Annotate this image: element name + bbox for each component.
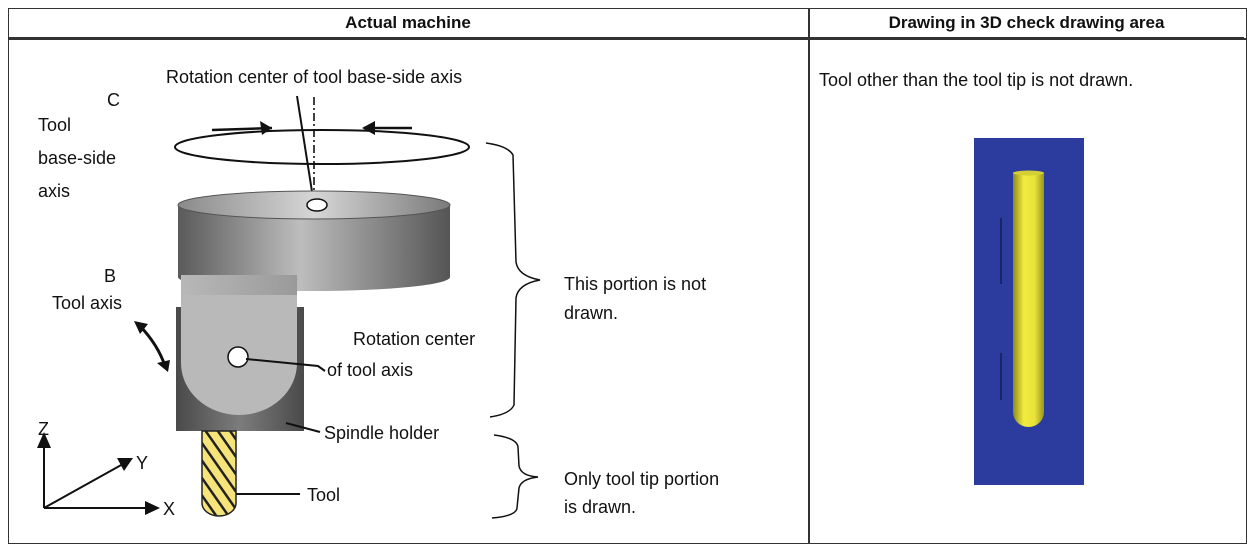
leader-rotation-center-base <box>296 95 314 199</box>
label-tool-base-line2: base-side <box>38 148 116 168</box>
z-axis-arrowhead <box>37 432 51 448</box>
label-rotation-center-tool-1: Rotation center <box>353 329 475 349</box>
label-spindle-holder: Spindle holder <box>324 423 439 443</box>
rotation-center-base-dot <box>306 198 328 212</box>
right-note: Tool other than the tool tip is not draw… <box>819 70 1134 90</box>
label-rotation-center-base: Rotation center of tool base-side axis <box>166 67 462 87</box>
label-tool: Tool <box>307 485 340 505</box>
c-arrowhead-right <box>362 121 375 135</box>
header-divider <box>8 38 1247 40</box>
label-rotation-center-tool-2: of tool axis <box>327 360 413 380</box>
render-tool-top <box>1013 170 1044 176</box>
comparison-table <box>8 8 1247 544</box>
tool-shape <box>201 430 237 517</box>
header-3d-check-drawing: Drawing in 3D check drawing area <box>809 8 1244 38</box>
c-rotation-ellipse <box>174 129 470 165</box>
label-axis-z: Z <box>38 419 49 439</box>
label-tool-base-line3: axis <box>38 181 70 201</box>
y-axis-arrowhead <box>117 458 133 471</box>
label-tool-base-line1: Tool <box>38 115 71 135</box>
column-divider <box>808 8 810 544</box>
label-axis-y: Y <box>136 453 148 473</box>
label-axis-x: X <box>163 499 175 519</box>
rotation-center-tool-dot <box>227 346 249 368</box>
label-not-drawn-1: This portion is not <box>564 274 706 294</box>
label-b-axis-letter: B <box>104 266 116 286</box>
label-not-drawn-2: drawn. <box>564 303 618 323</box>
label-tool-axis: Tool axis <box>52 293 122 313</box>
leader-rotation-center-tool <box>245 358 326 372</box>
b-arrowhead-bottom <box>157 360 170 372</box>
render-tool-tip <box>1013 173 1044 427</box>
label-only-tool-tip-1: Only tool tip portion <box>564 469 719 489</box>
brace-tool-tip <box>491 434 539 519</box>
c-arrowhead-left <box>260 121 272 135</box>
b-rotation-arc <box>138 324 167 367</box>
y-axis-line <box>43 463 124 509</box>
label-c-axis-letter: C <box>107 90 120 110</box>
brace-not-drawn <box>485 142 541 418</box>
leader-spindle-holder <box>285 422 321 433</box>
label-only-tool-tip-2: is drawn. <box>564 497 636 517</box>
b-arrowhead-top <box>134 321 148 334</box>
x-axis-arrowhead <box>145 501 160 515</box>
